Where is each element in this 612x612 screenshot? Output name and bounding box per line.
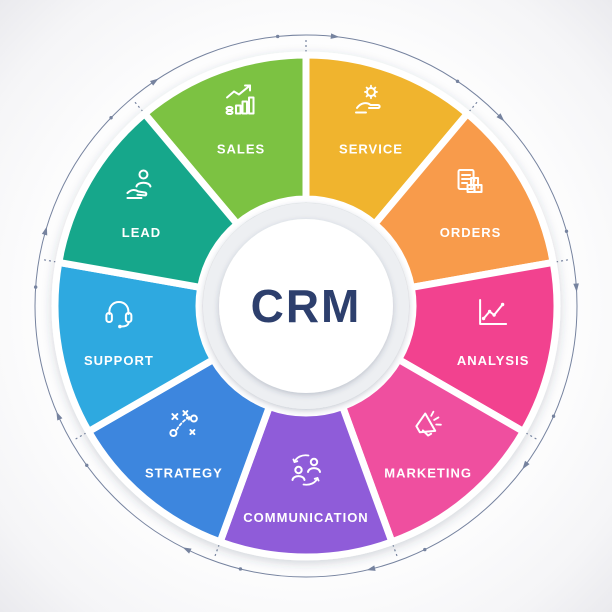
marketing-megaphone-icon — [415, 410, 442, 437]
segment-label-service: SERVICE — [339, 141, 403, 156]
center-inner-circle — [219, 219, 393, 393]
ring-dot — [85, 463, 89, 467]
strategy-tactics-icon — [169, 410, 198, 438]
boundary-dotted-line — [213, 544, 220, 559]
ring-arrow — [56, 411, 63, 421]
segment-analysis — [395, 258, 561, 435]
boundary-dotted-line — [392, 544, 399, 559]
ring-arrow — [366, 565, 376, 571]
ring-dot — [455, 79, 460, 84]
segment-orders — [371, 110, 557, 291]
support-headset-icon — [105, 300, 133, 329]
service-hand-gear-icon — [354, 84, 381, 114]
ring-dot — [551, 414, 556, 418]
segment-label-sales: SALES — [217, 141, 265, 156]
boundary-dotted-line — [525, 432, 539, 441]
ring-arrow — [330, 33, 340, 39]
segment-sales — [141, 51, 310, 228]
ring-dot — [33, 285, 38, 289]
ring-dot — [275, 34, 280, 39]
segment-service — [302, 51, 471, 228]
center-group: CRM — [203, 203, 409, 409]
segment-label-marketing: MARKETING — [384, 466, 472, 481]
segment-strategy — [85, 356, 273, 546]
ring-arrow — [149, 78, 159, 86]
segment-label-lead: LEAD — [122, 225, 161, 240]
center-title: CRM — [251, 280, 362, 332]
segment-marketing — [339, 356, 527, 546]
ring-arrow — [41, 226, 48, 236]
boundary-dotted-line — [133, 100, 144, 112]
sales-growth-chart-icon — [225, 84, 255, 116]
ring-dot — [238, 567, 243, 571]
analysis-line-chart-icon — [479, 298, 508, 325]
ring-arrow — [522, 460, 530, 470]
segment-support — [51, 258, 217, 435]
segment-communication — [216, 403, 396, 561]
ring-dot — [564, 229, 569, 234]
outer-ring — [34, 34, 578, 578]
boundary-dotted-line — [41, 258, 56, 263]
ring-dot — [109, 116, 113, 120]
ring-arrow — [573, 283, 579, 293]
segment-label-strategy: STRATEGY — [145, 466, 223, 481]
boundary-dotted-line — [468, 100, 479, 112]
ring-dot — [423, 547, 427, 552]
segment-label-communication: COMMUNICATION — [243, 510, 368, 525]
orders-checklist-boxes-icon — [457, 169, 483, 193]
outer-ring-group — [33, 33, 579, 578]
boundary-dotted-line — [73, 432, 87, 441]
lead-person-hand-icon — [126, 169, 152, 199]
communication-people-arrows-icon — [291, 454, 321, 486]
boundary-dotted-line — [556, 258, 571, 263]
segment-label-analysis: ANALYSIS — [457, 353, 530, 368]
segment-label-orders: ORDERS — [440, 225, 502, 240]
segment-lead — [55, 110, 241, 291]
ring-arrow — [182, 547, 192, 554]
segment-label-support: SUPPORT — [84, 353, 154, 368]
segments-group: SALES SERVICE ORDERS ANALYSIS MARKETING COMMU… — [51, 51, 561, 561]
ring-arrow — [496, 113, 505, 122]
